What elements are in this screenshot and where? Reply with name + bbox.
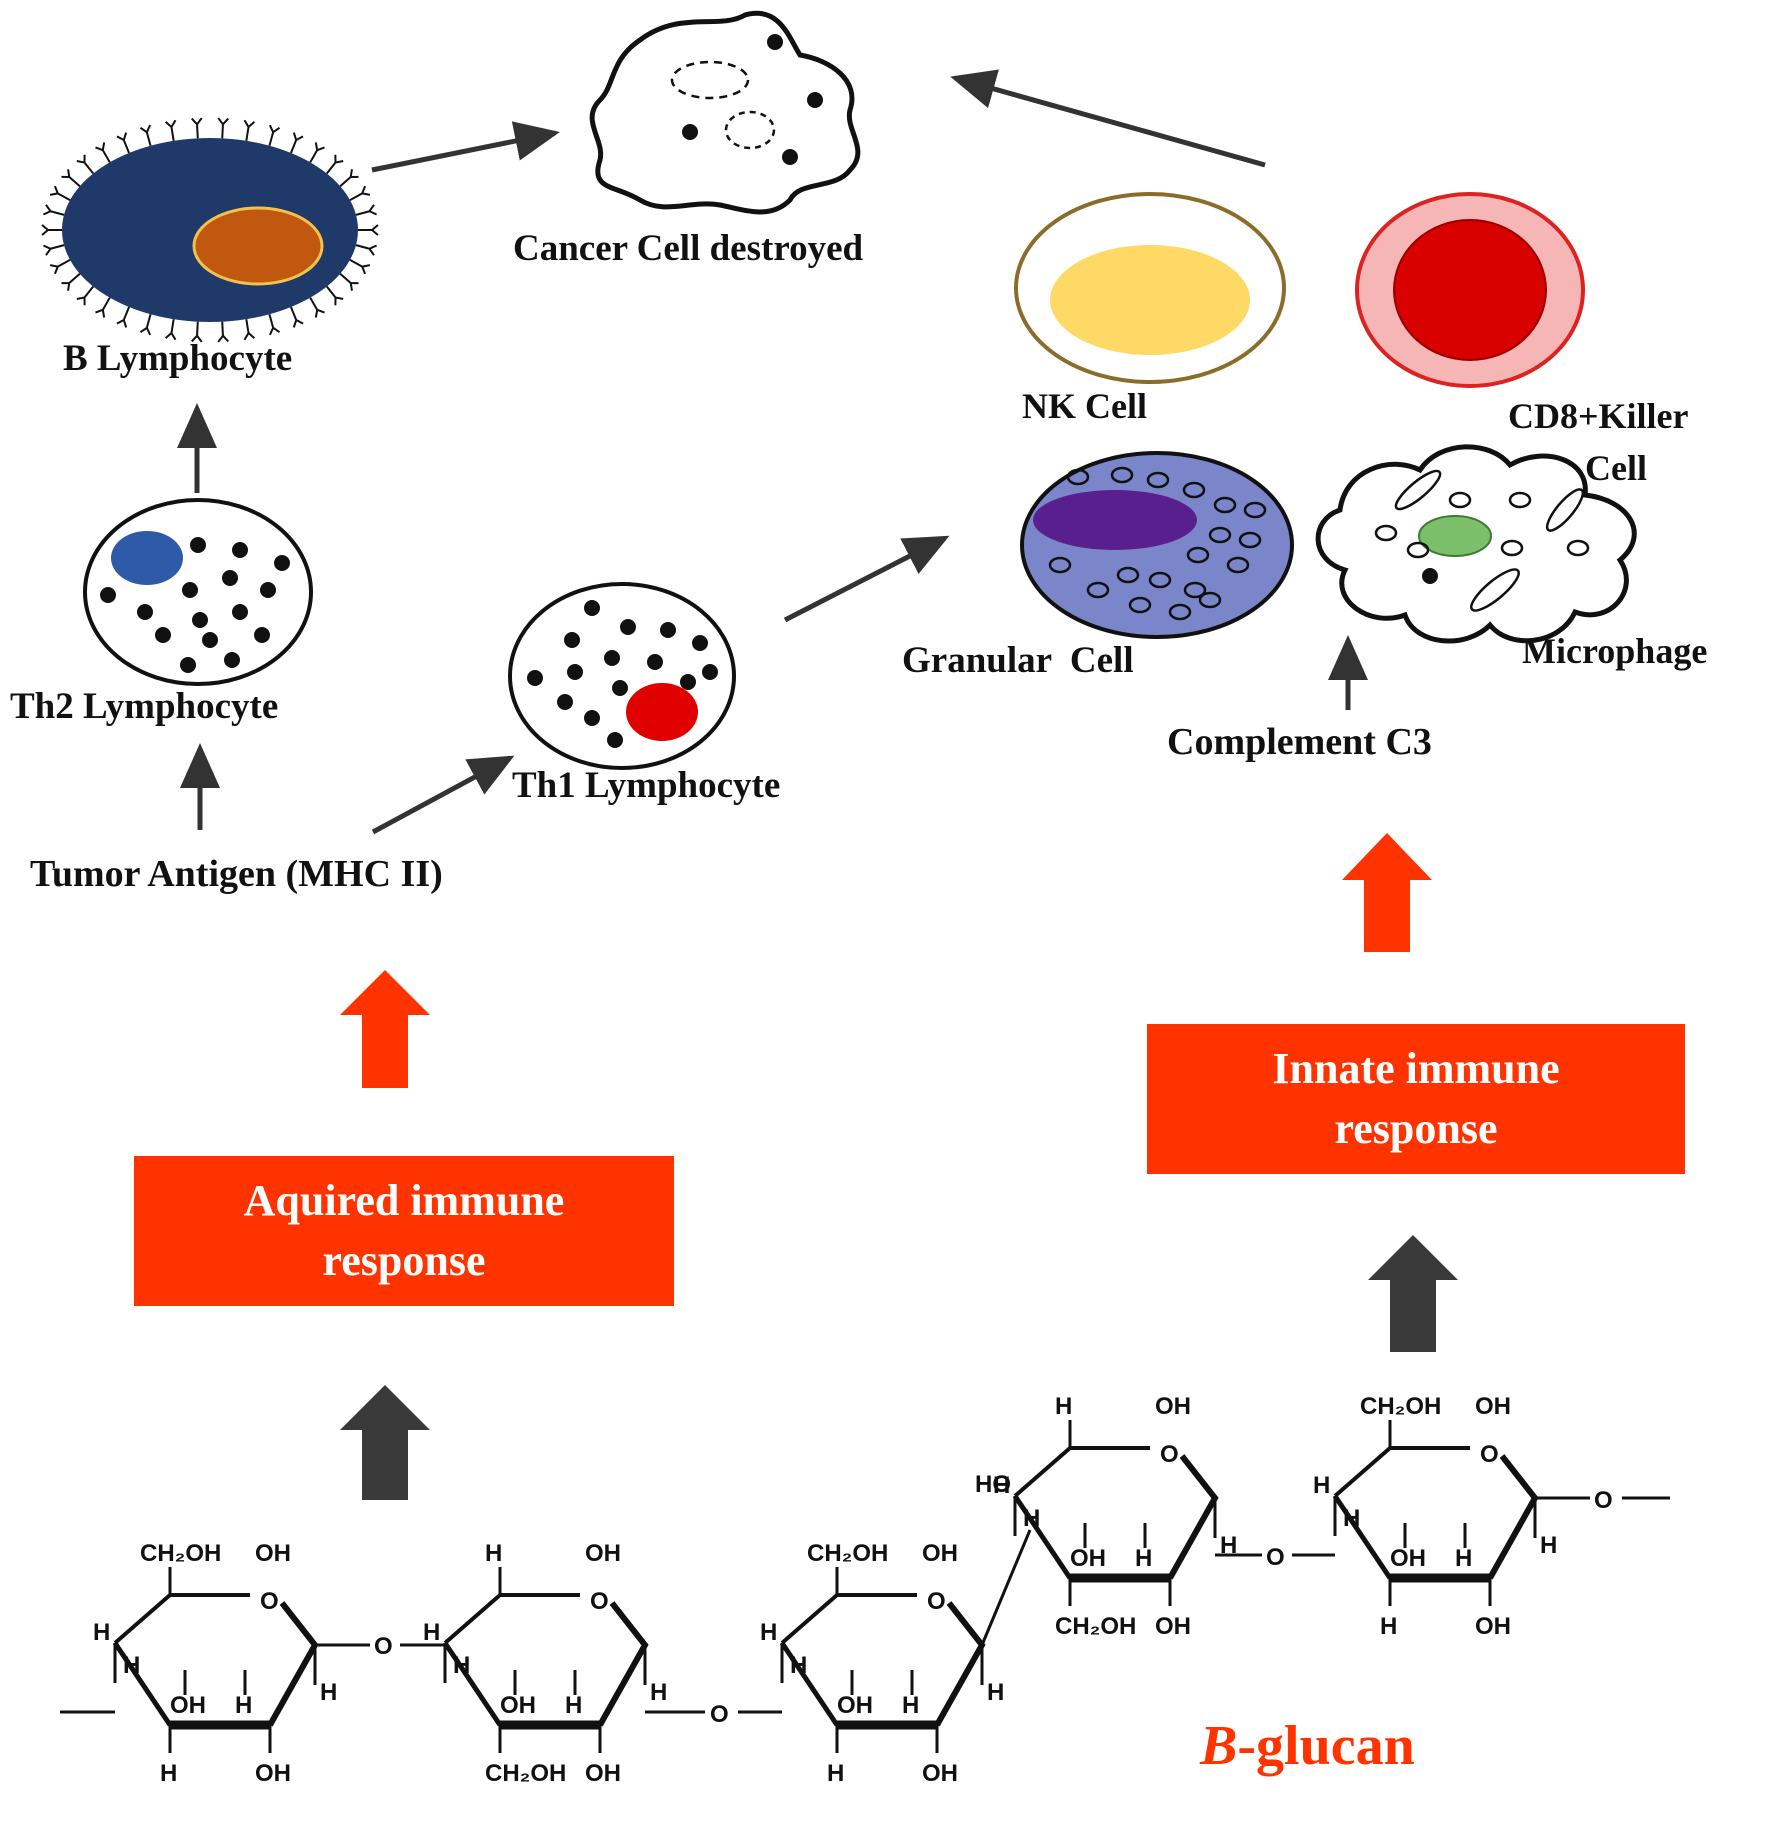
h-atom: H (760, 1619, 777, 1646)
label-cd8-cell: Cell (1585, 448, 1647, 488)
arrow-bcell-to-cancer (371, 121, 560, 173)
h-atom: H (93, 1619, 110, 1646)
ch2oh-group: CH₂OH (140, 1540, 221, 1567)
arrow-antigen-to-th1 (371, 755, 515, 835)
label-granular-cell: Granular Cell (902, 640, 1134, 681)
h-atom: H (650, 1679, 667, 1706)
oh-group: OH (585, 1540, 621, 1567)
b-lymphocyte-icon (41, 117, 379, 343)
linking-oxygen: O (710, 1701, 729, 1728)
oh-group: OH (1155, 1613, 1191, 1640)
h-atom: H (320, 1679, 337, 1706)
oh-group: OH (500, 1692, 536, 1719)
oh-group: OH (1155, 1393, 1191, 1420)
h-atom: H (993, 1472, 1010, 1499)
h-atom: H (123, 1652, 140, 1679)
label-th2-lymphocyte: Th2 Lymphocyte (10, 686, 279, 727)
beta-glucan-suffix: -glucan (1237, 1715, 1415, 1777)
ho-group: HO (975, 1471, 1011, 1498)
orange-up-arrow-right (1342, 833, 1432, 952)
h-atom: H (565, 1692, 582, 1719)
h-atom: H (453, 1652, 470, 1679)
oh-group: OH (1475, 1613, 1511, 1640)
arrow-th1-to-granular (783, 535, 950, 623)
th2-lymphocyte-icon (83, 498, 313, 686)
linking-oxygen: O (374, 1633, 393, 1660)
ring-oxygen: O (590, 1588, 609, 1615)
arrow-innate-to-cancer (950, 69, 1266, 168)
innate-box-line2: response (1334, 1104, 1498, 1153)
oh-group: OH (1475, 1393, 1511, 1420)
h-atom: H (902, 1692, 919, 1719)
dark-up-arrow-right (1368, 1235, 1458, 1352)
cancer-cell-icon (589, 10, 861, 215)
oh-group: OH (255, 1760, 291, 1787)
dark-up-arrow-left (340, 1385, 430, 1500)
oh-group: OH (170, 1692, 206, 1719)
acquired-box-line1: Aquired immune (243, 1176, 565, 1225)
ring-oxygen: O (260, 1588, 279, 1615)
label-nk-cell: NK Cell (1022, 386, 1147, 426)
ring-oxygen: O (1480, 1441, 1499, 1468)
nk-cell-icon (1014, 192, 1286, 384)
h-atom: H (1055, 1393, 1072, 1420)
label-cd8-killer: CD8+Killer (1508, 396, 1689, 436)
h-atom: H (1023, 1505, 1040, 1532)
oh-group: OH (1070, 1545, 1106, 1572)
ch2oh-group: CH₂OH (1055, 1613, 1136, 1640)
linking-oxygen: O (1266, 1544, 1285, 1571)
innate-box-line1: Innate immune (1272, 1044, 1560, 1093)
ch2oh-group: CH₂OH (1360, 1393, 1441, 1420)
cd8-killer-cell-icon (1355, 192, 1585, 388)
beta-glucan-structure (60, 1420, 1670, 1753)
label-tumor-antigen: Tumor Antigen (MHC II) (30, 853, 443, 895)
beta-glucan-prefix: B (1200, 1715, 1238, 1777)
oh-group: OH (922, 1540, 958, 1567)
innate-immune-response-box: Innate immune response (1147, 1024, 1685, 1174)
h-atom: H (1380, 1613, 1397, 1640)
label-cancer-cell-destroyed: Cancer Cell destroyed (513, 228, 864, 269)
ch2oh-group: CH₂OH (485, 1760, 566, 1787)
oh-group: OH (585, 1760, 621, 1787)
label-b-lymphocyte: B Lymphocyte (63, 338, 293, 379)
h-atom: H (1135, 1545, 1152, 1572)
orange-up-arrow-left (340, 970, 430, 1088)
flow-arrows (177, 69, 1368, 835)
h-atom: H (423, 1619, 440, 1646)
h-atom: H (1455, 1545, 1472, 1572)
th1-lymphocyte-icon (508, 582, 736, 770)
h-atom: H (987, 1679, 1004, 1706)
acquired-box-line2: response (322, 1236, 486, 1285)
ch2oh-group: CH₂OH (807, 1540, 888, 1567)
linking-oxygen: O (1594, 1487, 1613, 1514)
oh-group: OH (837, 1692, 873, 1719)
h-atom: H (1343, 1505, 1360, 1532)
oh-group: OH (922, 1760, 958, 1787)
block-arrows (340, 833, 1458, 1500)
h-atom: H (235, 1692, 252, 1719)
h-atom: H (160, 1760, 177, 1787)
label-macrophage: Microphage (1522, 631, 1708, 671)
oh-group: OH (255, 1540, 291, 1567)
h-atom: H (1220, 1532, 1237, 1559)
h-atom: H (1540, 1532, 1557, 1559)
beta-glucan-label: B-glucan (1200, 1718, 1415, 1774)
label-th1-lymphocyte: Th1 Lymphocyte (512, 765, 781, 806)
label-complement-c3: Complement C3 (1167, 721, 1432, 763)
granular-cell-icon (1020, 451, 1294, 639)
ring-oxygen: O (927, 1588, 946, 1615)
h-atom: H (485, 1540, 502, 1567)
ring-oxygen: O (1160, 1441, 1179, 1468)
h-atom: H (1313, 1472, 1330, 1499)
h-atom: H (790, 1652, 807, 1679)
oh-group: OH (1390, 1545, 1426, 1572)
h-atom: H (827, 1760, 844, 1787)
acquired-immune-response-box: Aquired immune response (134, 1156, 674, 1306)
macrophage-icon (1315, 444, 1637, 644)
